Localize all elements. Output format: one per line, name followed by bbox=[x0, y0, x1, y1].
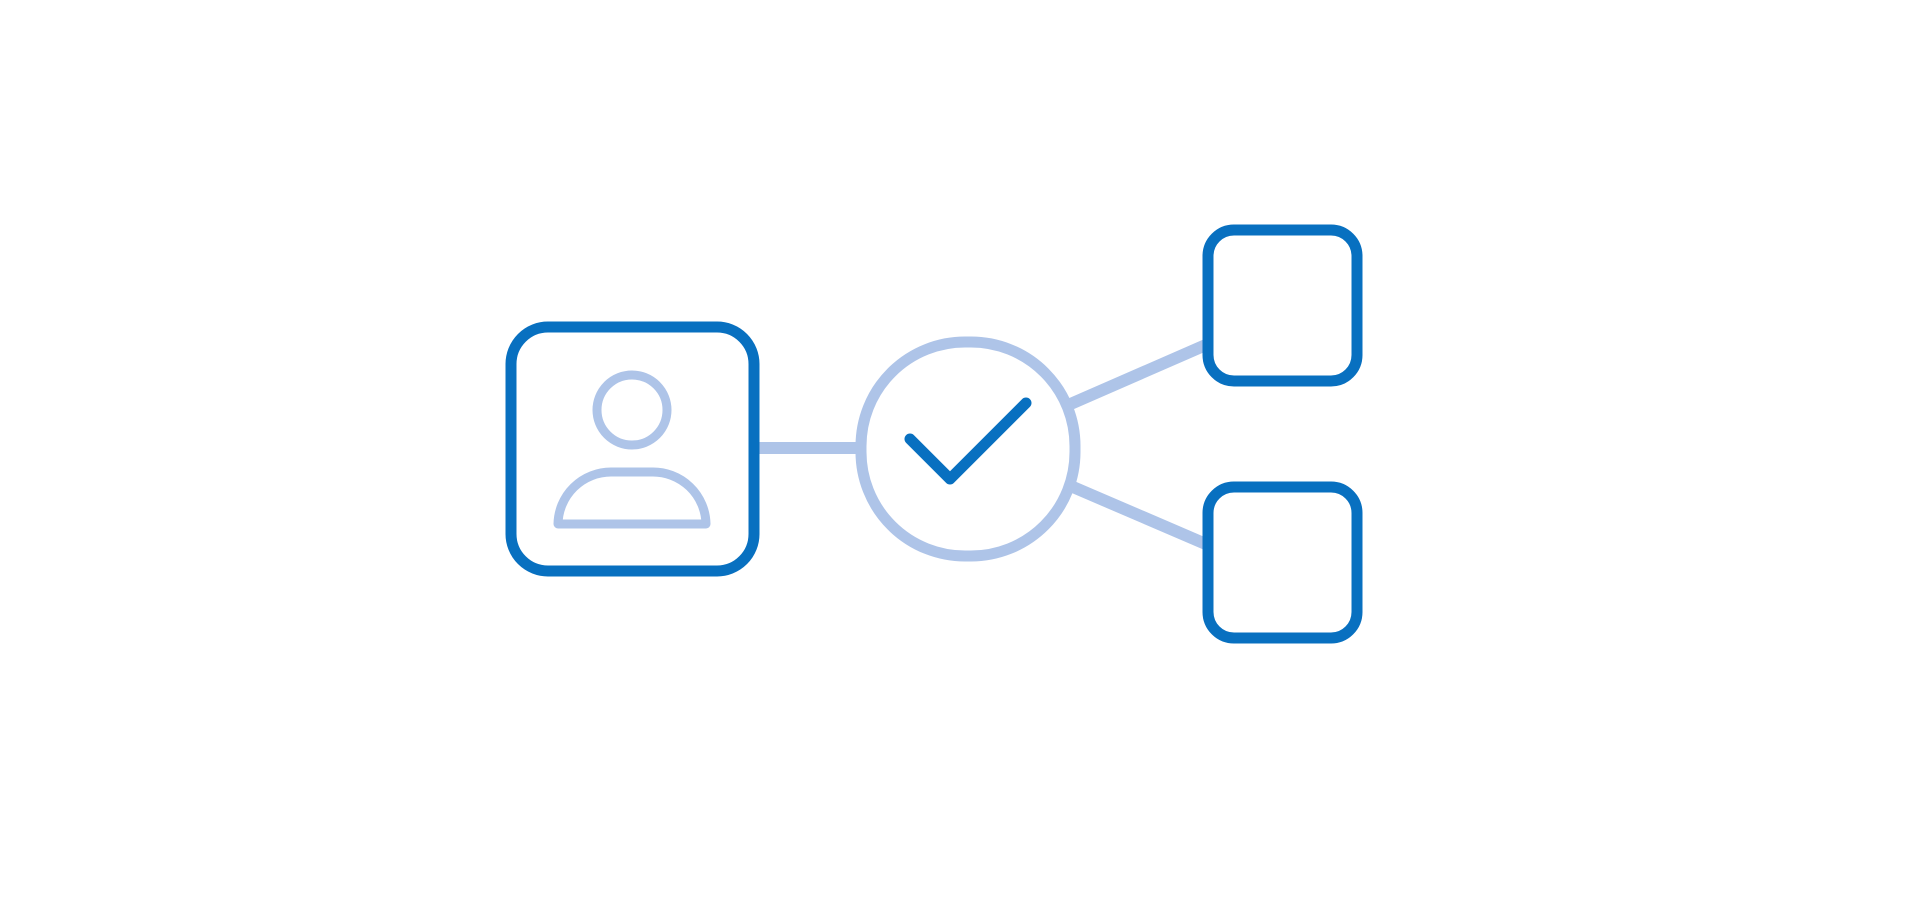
target-node-bottom-box bbox=[1202, 481, 1363, 644]
checkmark-icon bbox=[904, 397, 1032, 485]
approval-node bbox=[855, 336, 1081, 562]
user-icon-body bbox=[553, 467, 711, 529]
target-node-top bbox=[1202, 224, 1363, 387]
target-node-top-box bbox=[1202, 224, 1363, 387]
user-icon-head bbox=[592, 370, 672, 450]
connectors bbox=[759, 338, 1211, 551]
user-icon bbox=[553, 370, 711, 529]
connector-approval-to-bottom bbox=[1063, 478, 1211, 551]
connector-approval-to-top bbox=[1063, 338, 1211, 412]
approval-node-box bbox=[855, 336, 1081, 562]
target-node-bottom bbox=[1202, 481, 1363, 644]
user-node bbox=[505, 321, 760, 577]
